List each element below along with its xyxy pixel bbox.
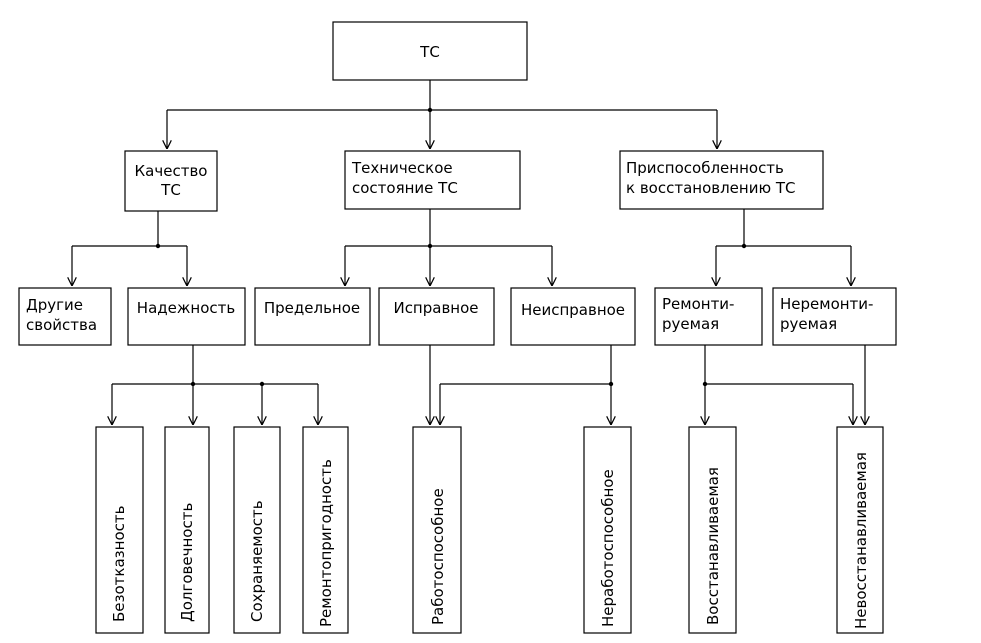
node-faulty: Неисправное [510, 287, 636, 346]
node-limit: Предельное [254, 287, 371, 346]
connectors [72, 80, 865, 425]
node-nonrepairable-label-line2: руемая [780, 315, 837, 333]
node-nonrestorable-label: Невосстанавливаемая [852, 452, 870, 629]
node-faulty-label: Неисправное [521, 301, 625, 319]
node-tech-state-label-line2: состояние ТС [352, 179, 458, 197]
node-reliability: Надежность [127, 287, 246, 346]
node-root-label: ТС [419, 43, 440, 61]
node-repairable-label-line1: Ремонти- [662, 295, 734, 313]
node-inoperable: Неработоспособное [583, 426, 632, 634]
node-tech-state-label-line1: Техническое [351, 159, 453, 177]
node-serviceable-label: Исправное [393, 299, 478, 317]
node-restorable-label: Восстанавливаемая [704, 467, 722, 625]
node-failure-free-label: Безотказность [110, 506, 128, 622]
node-storability-label: Сохраняемость [248, 500, 266, 622]
node-durability-label: Долговечность [178, 503, 196, 622]
node-nonrestorable: Невосстанавливаемая [836, 426, 884, 634]
node-operable-label: Работоспособное [429, 488, 447, 625]
node-reliability-label: Надежность [137, 299, 235, 317]
node-durability: Долговечность [164, 426, 210, 634]
node-operable: Работоспособное [412, 426, 462, 634]
node-limit-label: Предельное [264, 299, 360, 317]
node-maintainability-label: Ремонтопригодность [317, 459, 335, 627]
node-quality-label-line1: Качество [135, 162, 208, 180]
node-inoperable-label: Неработоспособное [599, 469, 617, 627]
node-repairable-label-line2: руемая [662, 315, 719, 333]
node-other-properties-label-line1: Другие [26, 296, 83, 314]
node-serviceable: Исправное [378, 287, 495, 346]
node-root: ТС [332, 21, 528, 81]
node-restorability-label-line2: к восстановлению ТС [626, 179, 796, 197]
node-restorability-label-line1: Приспособленность [626, 159, 784, 177]
node-other-properties: Другие свойства [18, 287, 112, 346]
node-restorability: Приспособленность к восстановлению ТС [619, 150, 824, 210]
node-other-properties-label-line2: свойства [26, 316, 97, 334]
node-nonrepairable: Неремонти- руемая [772, 287, 897, 346]
node-maintainability: Ремонтопригодность [302, 426, 349, 634]
node-restorable: Восстанавливаемая [688, 426, 737, 634]
node-quality-label-line2: ТС [160, 181, 181, 199]
node-nonrepairable-label-line1: Неремонти- [780, 295, 873, 313]
node-quality: Качество ТС [124, 150, 218, 212]
node-storability: Сохраняемость [233, 426, 281, 634]
node-tech-state: Техническое состояние ТС [344, 150, 521, 210]
node-failure-free: Безотказность [95, 426, 144, 634]
node-repairable: Ремонти- руемая [654, 287, 763, 346]
